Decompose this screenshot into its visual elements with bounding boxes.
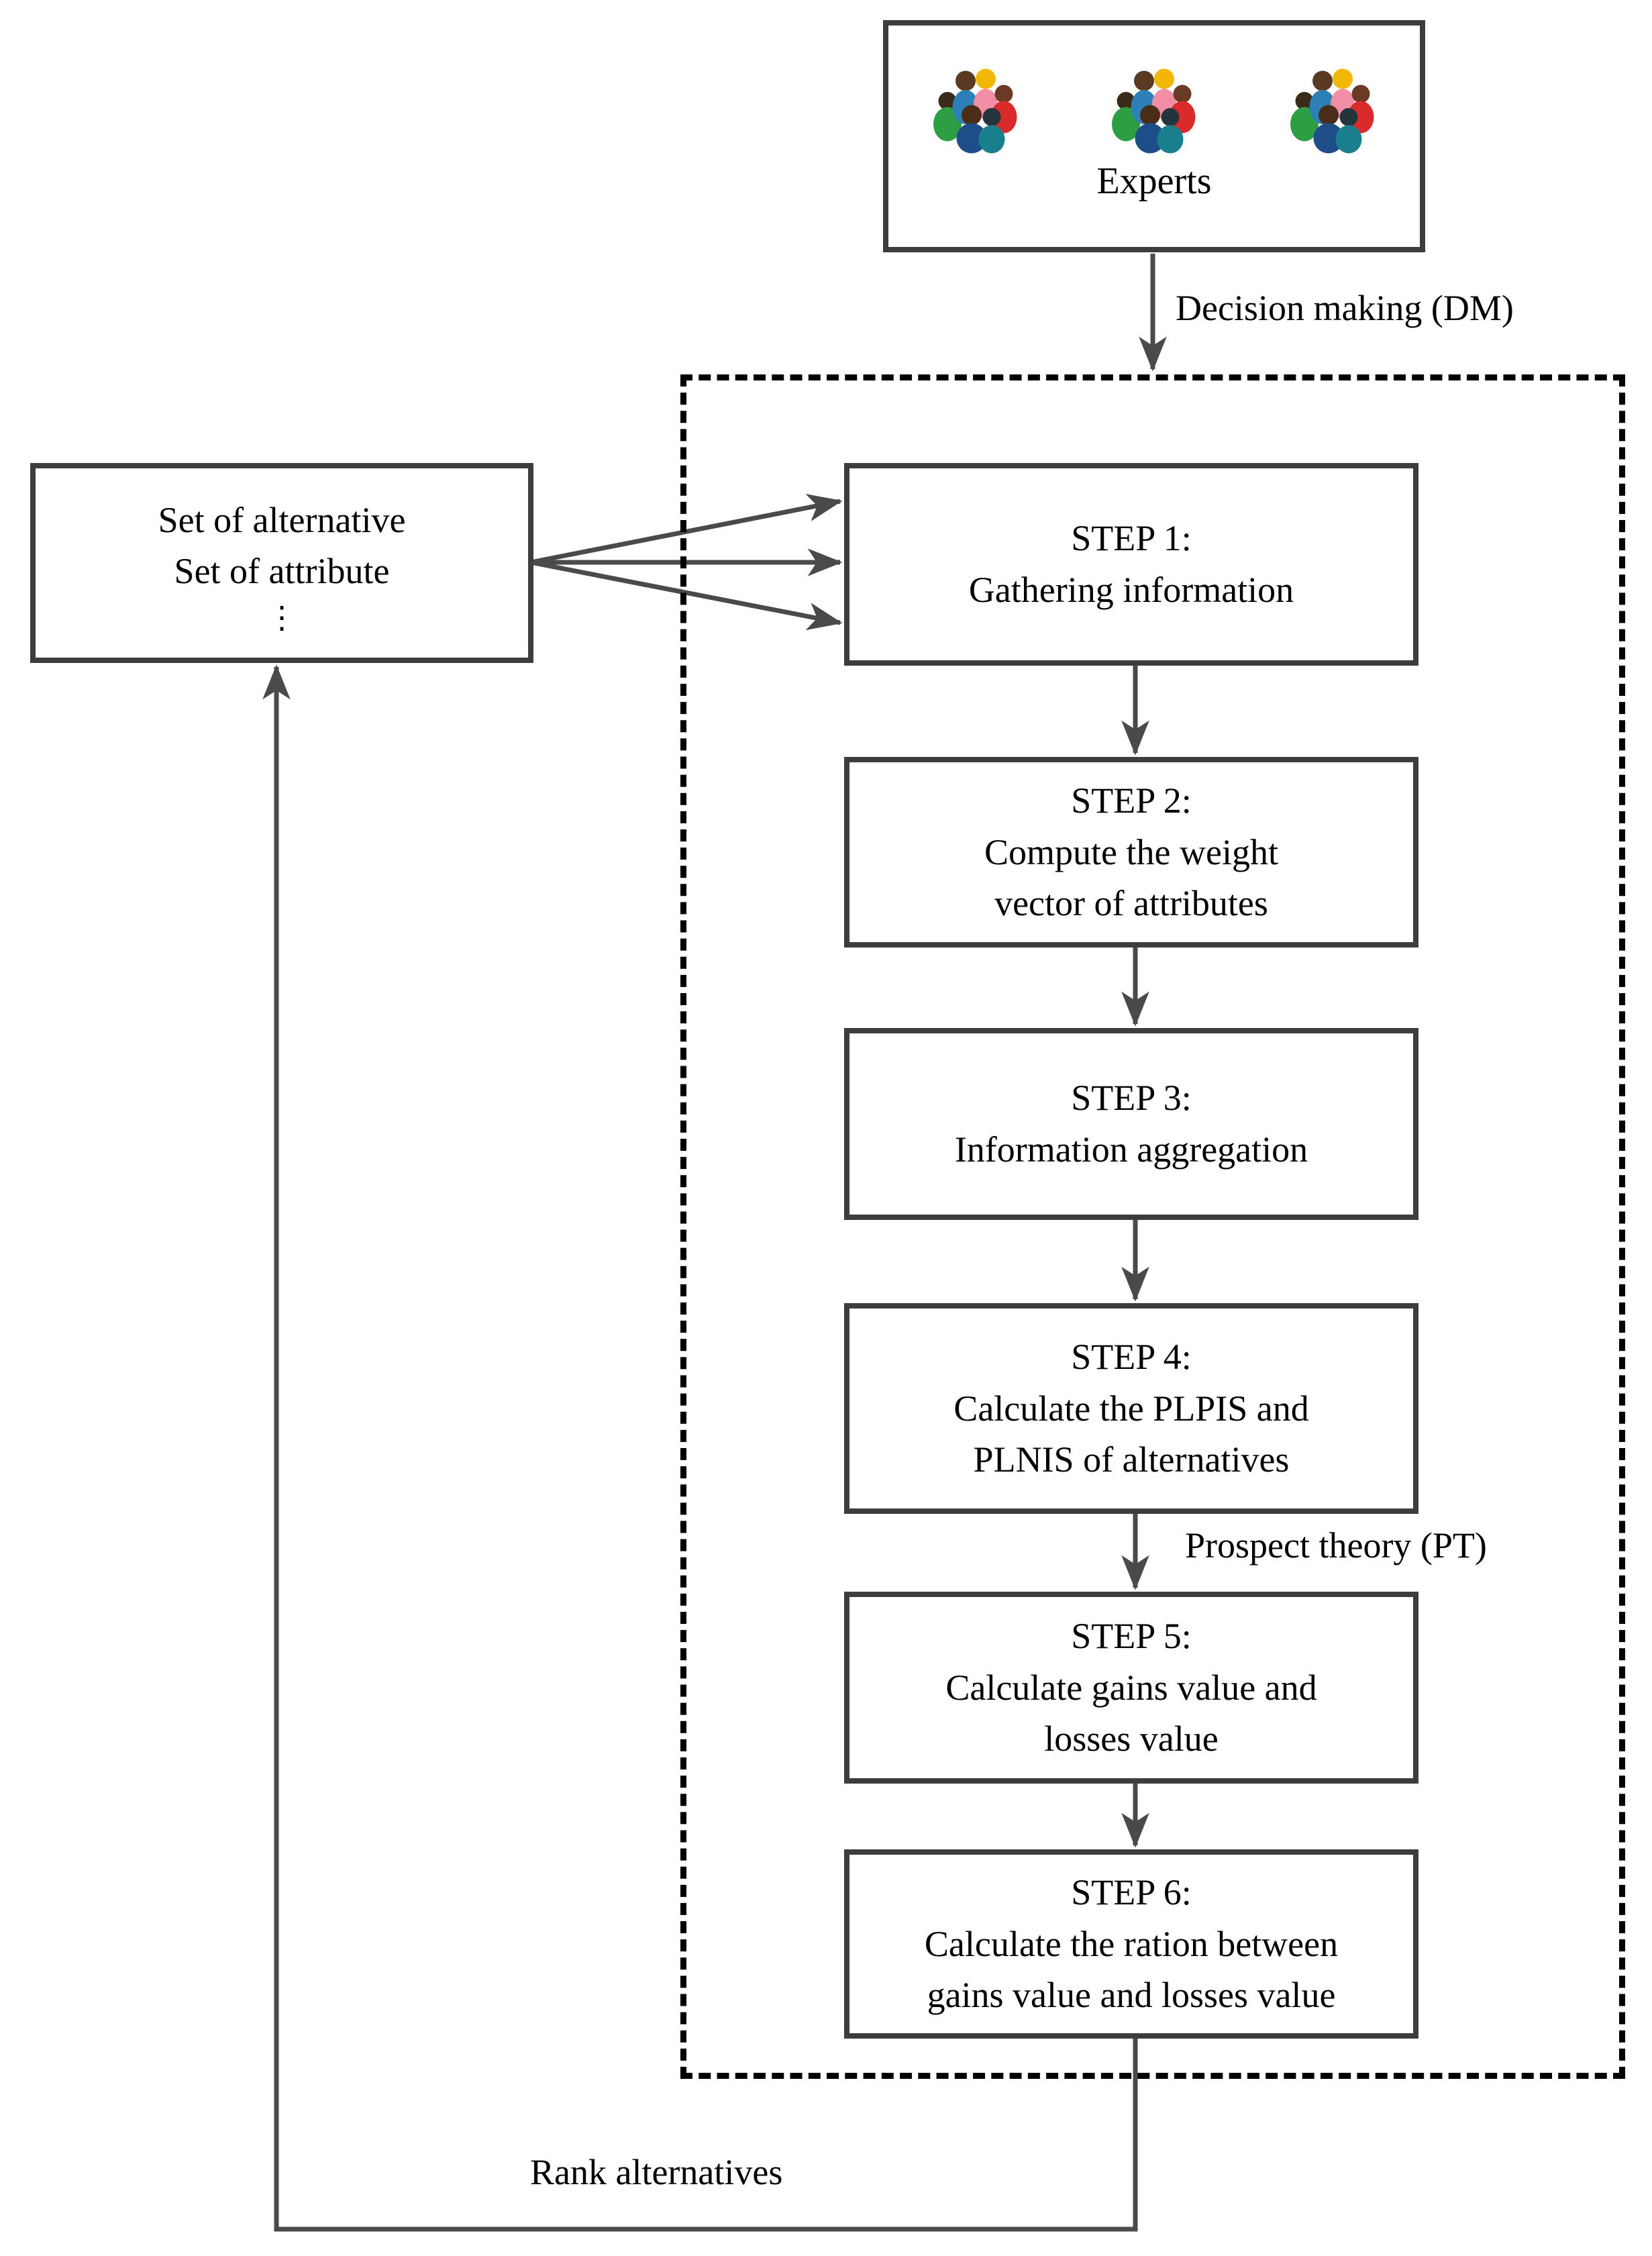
step-2-title: STEP 2: bbox=[1071, 780, 1192, 821]
step-2-box: STEP 2: Compute the weight vector of att… bbox=[844, 757, 1418, 947]
people-group-icon bbox=[1100, 54, 1208, 154]
step-5-body: Calculate gains value and losses value bbox=[945, 1667, 1317, 1759]
people-group-icon bbox=[1279, 54, 1386, 154]
experts-label: Experts bbox=[1096, 160, 1212, 202]
step-4-title: STEP 4: bbox=[1071, 1336, 1192, 1377]
step-1-body: Gathering information bbox=[968, 570, 1294, 610]
rank-alternatives-label: Rank alternatives bbox=[530, 2152, 783, 2192]
step-1-box: STEP 1: Gathering information bbox=[844, 463, 1418, 666]
step-1-title: STEP 1: bbox=[1071, 518, 1192, 559]
experts-box: Experts bbox=[883, 20, 1425, 252]
step-6-body: Calculate the ration between gains value… bbox=[924, 1923, 1339, 2016]
input-box-ellipsis: ⋮ bbox=[266, 600, 297, 635]
experts-icons-row bbox=[888, 54, 1420, 154]
decision-making-label: Decision making (DM) bbox=[1176, 288, 1514, 328]
prospect-theory-label: Prospect theory (PT) bbox=[1185, 1525, 1487, 1566]
decision-making-boundary bbox=[680, 374, 1625, 2079]
step-5-title: STEP 5: bbox=[1071, 1615, 1192, 1656]
input-box-text: Set of alternative Set of attribute bbox=[158, 499, 406, 592]
step-6-title: STEP 6: bbox=[1071, 1872, 1192, 1912]
step-4-box: STEP 4: Calculate the PLPIS and PLNIS of… bbox=[844, 1303, 1418, 1514]
step-3-box: STEP 3: Information aggregation bbox=[844, 1028, 1418, 1220]
people-group-icon bbox=[922, 54, 1029, 154]
step-3-body: Information aggregation bbox=[954, 1129, 1308, 1170]
step-5-box: STEP 5: Calculate gains value and losses… bbox=[844, 1592, 1418, 1784]
step-6-box: STEP 6: Calculate the ration between gai… bbox=[844, 1849, 1418, 2039]
step-4-body: Calculate the PLPIS and PLNIS of alterna… bbox=[953, 1388, 1309, 1480]
step-2-body: Compute the weight vector of attributes bbox=[984, 831, 1278, 924]
step-3-title: STEP 3: bbox=[1071, 1078, 1192, 1119]
feedback-step6-to-input bbox=[262, 664, 1138, 2232]
input-box: Set of alternative Set of attribute ⋮ bbox=[30, 463, 533, 663]
